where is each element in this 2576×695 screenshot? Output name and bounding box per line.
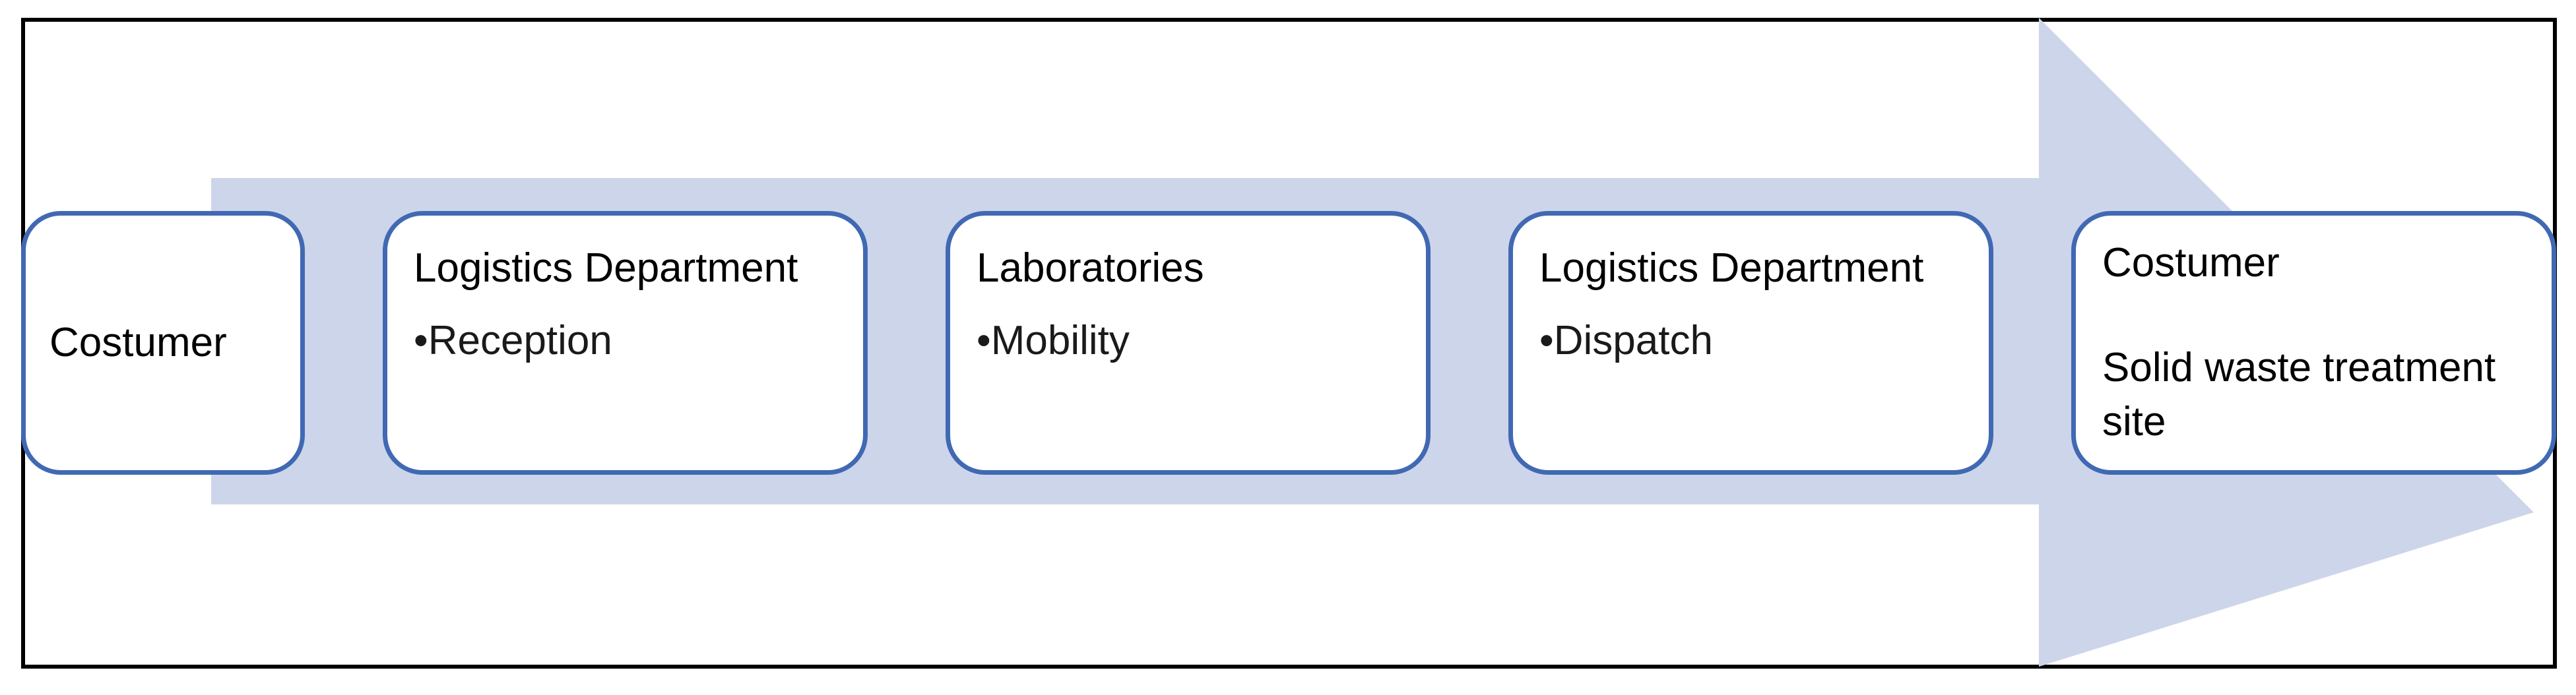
step-box-logistics-reception: Logistics Department •Reception bbox=[383, 211, 868, 475]
step-title: Laboratories bbox=[977, 245, 1204, 291]
step-title: Logistics Department bbox=[1539, 245, 1924, 291]
step-subtitle: Solid waste treatment site bbox=[2102, 345, 2496, 444]
step-box-costumer: Costumer bbox=[21, 211, 305, 475]
step-title: Logistics Department bbox=[414, 245, 798, 291]
step-title: Costumer bbox=[49, 320, 227, 365]
step-box-logistics-dispatch: Logistics Department •Dispatch bbox=[1508, 211, 1993, 475]
step-box-laboratories: Laboratories •Mobility bbox=[946, 211, 1431, 475]
step-bullet: •Mobility bbox=[977, 318, 1130, 363]
step-title: Costumer bbox=[2102, 240, 2280, 286]
step-bullet: •Reception bbox=[414, 318, 612, 363]
step-bullet: •Dispatch bbox=[1539, 318, 1713, 363]
step-box-costumer-waste-site: Costumer Solid waste treatment site bbox=[2071, 211, 2556, 475]
